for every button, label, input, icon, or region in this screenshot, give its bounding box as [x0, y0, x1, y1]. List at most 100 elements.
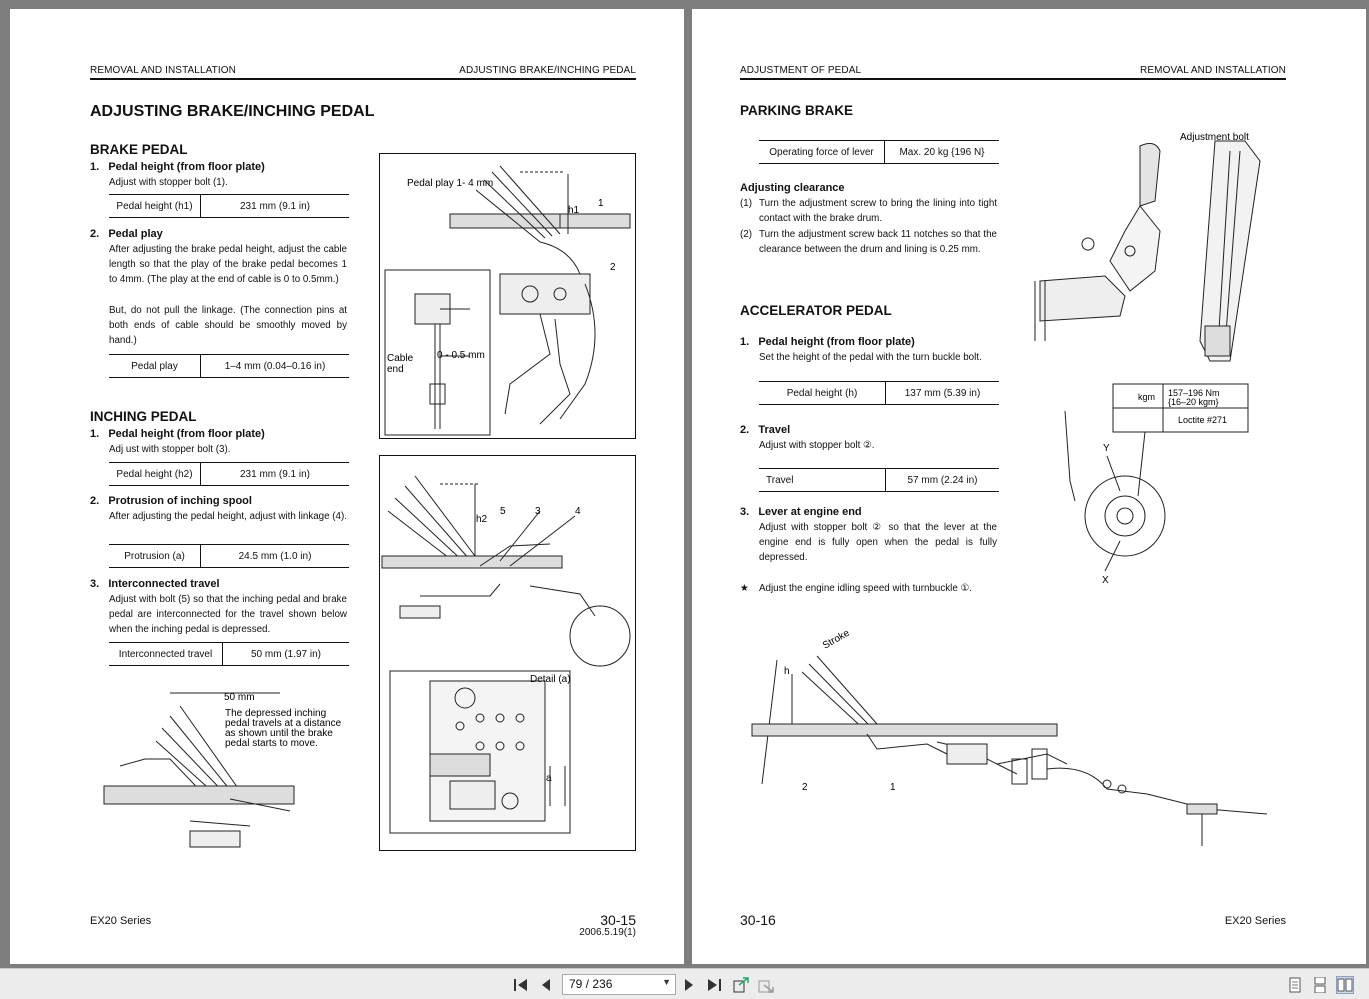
page-number: 30-16 — [740, 912, 776, 928]
footer-series: EX20 Series — [90, 915, 152, 927]
accelerator-pedal-heading: ACCELERATOR PEDAL — [740, 303, 892, 318]
go-forward-icon[interactable] — [757, 976, 775, 994]
fig1-end-label: end — [387, 364, 404, 375]
brake-step-1-text: Adjust with stopper bolt (1). — [109, 177, 228, 188]
interconnected-travel-figure: 50 mm The depressed inching pedal travel… — [100, 681, 350, 851]
accel-step-2-title: 2. Travel — [740, 424, 791, 436]
inching-step-2-title: 2. Protrusion of inching spool — [90, 495, 252, 507]
brake-step-2-title: 2. Pedal play — [90, 228, 163, 240]
pedal-play-spec: Pedal play 1–4 mm (0.04–0.16 in) — [109, 354, 349, 378]
fig1-callout-1: 1 — [598, 198, 604, 209]
page-number-input[interactable]: 79 / 236 ▼ — [562, 974, 676, 995]
fig3-note-line-1: The depressed inching — [225, 708, 326, 719]
revision-date: 2006.5.19(1) — [579, 927, 636, 938]
spec-value: 50 mm (1.97 in) — [250, 648, 322, 660]
footer-series: EX20 Series — [1224, 915, 1286, 927]
fig3-note-line-2: pedal travels at a distance — [225, 718, 342, 729]
fig2-callout-5: 5 — [500, 506, 506, 517]
inching-pedal-heading: INCHING PEDAL — [90, 409, 197, 424]
torque-value: 157–196 Nm — [1168, 388, 1220, 398]
brake-step-2-text: After adjusting the brake pedal height, … — [109, 244, 347, 286]
h-label: h — [784, 666, 790, 677]
inching-step-3-title: 3. Interconnected travel — [90, 578, 220, 590]
inching-step-3-text: Adjust with bolt (5) so that the inching… — [109, 594, 347, 636]
travel-spec: Travel 57 mm (2.24 in) — [759, 468, 999, 492]
brake-step-2-text-2: But, do not pull the linkage. (The conne… — [109, 305, 347, 347]
inching-height-spec: Pedal height (h2) 231 mm (9.1 in) — [109, 462, 349, 486]
idling-speed-note: Adjust the engine idling speed with turn… — [759, 583, 973, 594]
brake-step-1-title: 1. Pedal height (from floor plate) — [90, 161, 265, 173]
accel-step-3-text: Adjust with stopper bolt ② so that the l… — [759, 522, 997, 564]
spec-value: 24.5 mm (1.0 in) — [238, 550, 312, 562]
continuous-view-icon[interactable] — [1311, 976, 1329, 994]
parking-brake-heading: PARKING BRAKE — [740, 103, 854, 118]
single-page-view-icon[interactable] — [1286, 976, 1304, 994]
header-rule — [90, 78, 636, 80]
spec-label: Interconnected travel — [109, 643, 223, 665]
spec-value: 1–4 mm (0.04–0.16 in) — [224, 360, 326, 372]
y-marker: Y — [1103, 443, 1110, 454]
inching-step-1-title: 1. Pedal height (from floor plate) — [90, 428, 265, 440]
torque-value-kgm: {16–20 kgm} — [1168, 397, 1219, 407]
fig2-a-label: a — [546, 773, 552, 784]
fig1-h1-label: h1 — [568, 205, 580, 216]
last-page-icon[interactable] — [705, 976, 723, 994]
document-viewport[interactable]: REMOVAL AND INSTALLATION ADJUSTING BRAKE… — [0, 0, 1369, 968]
first-page-icon[interactable] — [512, 976, 530, 994]
fig2-h2-label: h2 — [476, 514, 488, 525]
go-back-icon[interactable] — [732, 976, 750, 994]
page-title: ADJUSTING BRAKE/INCHING PEDAL — [90, 103, 375, 120]
fig2-callout-4: 4 — [575, 506, 581, 517]
spec-label: Pedal height (h2) — [109, 463, 201, 485]
next-page-icon[interactable] — [680, 976, 698, 994]
parking-item-2: Turn the adjustment screw back 11 notche… — [759, 229, 997, 256]
inching-step-2-text: After adjusting the pedal height, adjust… — [109, 511, 347, 522]
adjustment-bolt-label: Adjustment bolt — [1180, 132, 1249, 143]
fig2-detail-label: Detail (a) — [530, 674, 571, 685]
torque-wrench-icon-label: kgm — [1138, 392, 1155, 402]
fig2-callout-3: 3 — [535, 506, 541, 517]
adjusting-clearance-title: Adjusting clearance — [740, 182, 845, 194]
inching-pedal-figure: h2 5 3 4 Detail (a) a — [379, 455, 636, 851]
accel-step-1-title: 1. Pedal height (from floor plate) — [740, 336, 915, 348]
fig1-range-label: 0 - 0.5 mm — [437, 350, 485, 361]
spec-value: 231 mm (9.1 in) — [239, 200, 311, 212]
fig1-cable-label: Cable — [387, 353, 414, 364]
page-30-16: ADJUSTMENT OF PEDAL REMOVAL AND INSTALLA… — [692, 9, 1366, 964]
brake-height-spec: Pedal height (h1) 231 mm (9.1 in) — [109, 194, 349, 218]
accel-step-3-title: 3. Lever at engine end — [740, 506, 862, 518]
spec-label: Pedal height (h1) — [109, 195, 201, 217]
previous-page-icon[interactable] — [537, 976, 555, 994]
spec-value: 57 mm (2.24 in) — [907, 474, 978, 486]
parking-item-1-num: (1) — [740, 198, 752, 209]
accel-callout-2: 2 — [802, 782, 808, 793]
accel-step-1-text: Set the height of the pedal with the tur… — [759, 352, 982, 363]
spec-label: Protrusion (a) — [109, 545, 201, 567]
x-marker: X — [1102, 575, 1109, 586]
accel-step-2-text: Adjust with stopper bolt ②. — [759, 440, 875, 451]
page-30-15: REMOVAL AND INSTALLATION ADJUSTING BRAKE… — [10, 9, 684, 964]
spec-label: Pedal play — [109, 355, 201, 377]
accelerator-pedal-figure: Stroke h 2 1 — [747, 624, 1287, 849]
running-header-left: REMOVAL AND INSTALLATION — [90, 65, 236, 76]
stroke-label: Stroke — [821, 627, 852, 651]
spec-value: 137 mm (5.39 in) — [904, 387, 981, 399]
fig1-pedal-play-label: Pedal play 1- 4 mm — [407, 178, 493, 189]
fig3-note-line-3: as shown until the brake — [225, 728, 333, 739]
header-rule — [740, 78, 1286, 80]
chevron-down-icon[interactable]: ▼ — [662, 977, 671, 987]
interconnected-travel-spec: Interconnected travel 50 mm (1.97 in) — [109, 642, 349, 666]
accel-height-spec: Pedal height (h) 137 mm (5.39 in) — [759, 381, 999, 405]
facing-pages-view-icon[interactable] — [1336, 976, 1354, 994]
inching-step-1-text: Adj ust with stopper bolt (3). — [109, 444, 231, 455]
brake-pedal-heading: BRAKE PEDAL — [90, 142, 188, 157]
page-indicator: 79 / 236 — [569, 977, 613, 991]
fig1-callout-2: 2 — [610, 262, 616, 273]
running-header-right: REMOVAL AND INSTALLATION — [1140, 65, 1286, 76]
loctite-label: Loctite #271 — [1178, 415, 1227, 425]
viewer-toolbar: 79 / 236 ▼ — [0, 968, 1369, 999]
page-number: 30-15 — [600, 912, 636, 928]
spec-value: 231 mm (9.1 in) — [239, 468, 311, 480]
star-mark: ★ — [740, 583, 749, 594]
parking-item-1: Turn the adjustment screw to bring the l… — [759, 198, 997, 225]
